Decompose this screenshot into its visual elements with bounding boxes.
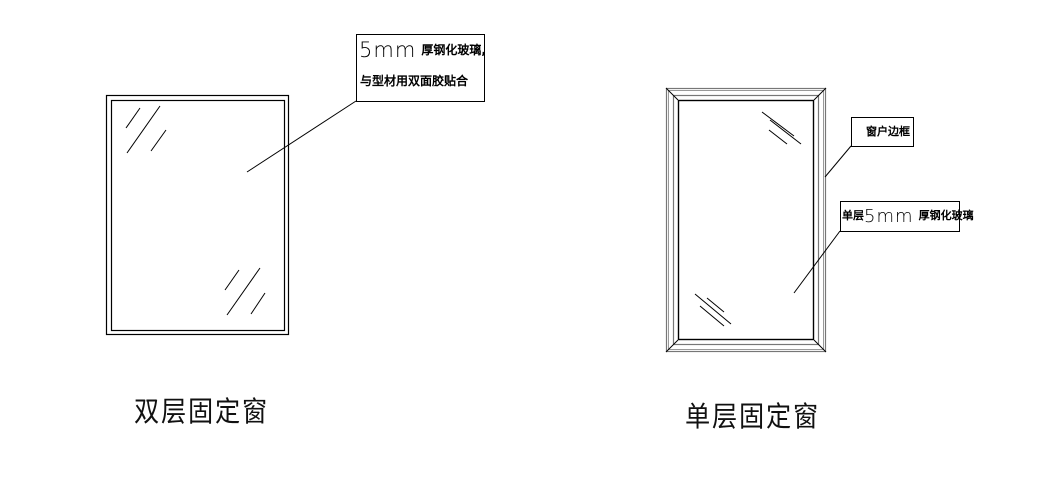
single-layer-window — [665, 87, 852, 353]
double-layer-window — [105, 94, 357, 336]
glass-reflection-icon — [224, 267, 266, 316]
single-glass-callout: 单层5mm 厚钢化玻璃 — [840, 201, 974, 232]
glass-type-label: 厚钢化玻璃, — [421, 43, 486, 57]
glass-reflection-icon — [125, 105, 167, 154]
glass-reflection-icon — [694, 293, 732, 327]
double-layer-title: 双层固定窗 — [134, 395, 270, 428]
glass-reflection-icon — [761, 111, 802, 145]
leader-line — [246, 100, 357, 173]
window-frame-callout: 窗户边框 — [851, 117, 914, 147]
single-layer-label: 单层 — [842, 209, 864, 222]
single-layer-title: 单层固定窗 — [685, 400, 821, 433]
glass-spec-callout: 5mm 厚钢化玻璃, 与型材用双面胶贴合 — [356, 34, 486, 102]
glass-type-label: 厚钢化玻璃 — [918, 209, 974, 222]
leader-line — [824, 145, 852, 178]
thickness-label: 5mm — [359, 38, 417, 62]
leader-line — [793, 230, 841, 294]
thickness-label: 5mm — [864, 206, 914, 227]
adhesive-note: 与型材用双面胶贴合 — [360, 74, 469, 88]
window-frame-label: 窗户边框 — [866, 125, 910, 138]
